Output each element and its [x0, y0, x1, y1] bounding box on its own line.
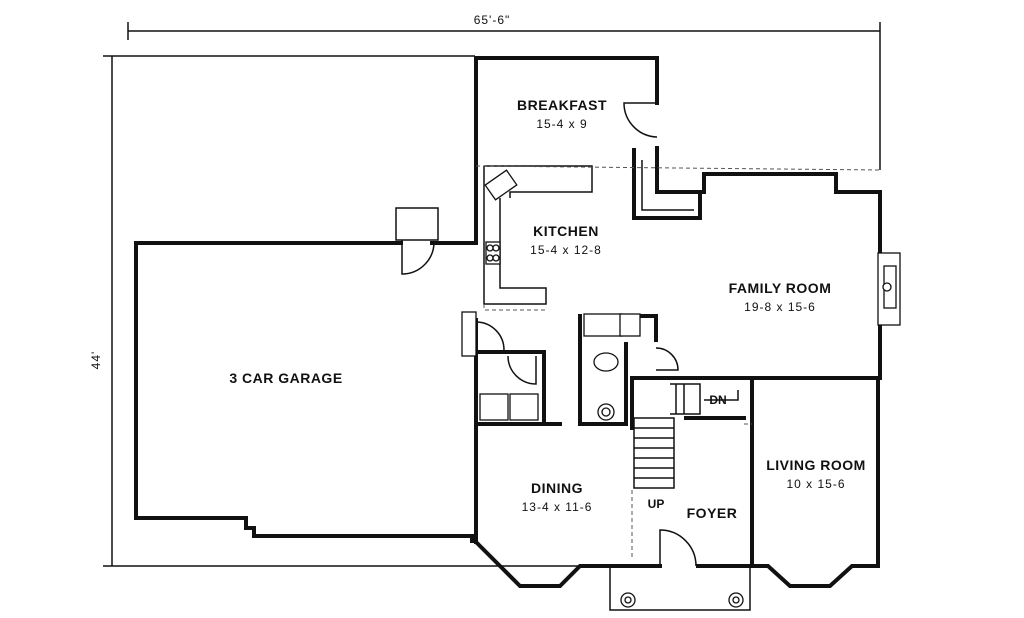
kitchen-name: KITCHEN	[533, 223, 599, 239]
family-room-name: FAMILY ROOM	[729, 280, 832, 296]
stairs-down-label: DN	[709, 393, 726, 407]
stairs-up-label: UP	[648, 497, 665, 511]
stairs	[631, 383, 752, 560]
front-porch	[609, 566, 751, 611]
kitchen-fixtures	[475, 165, 881, 311]
breakfast-size: 15-4 x 9	[536, 117, 587, 131]
foyer-name: FOYER	[687, 505, 738, 521]
kitchen-size: 15-4 x 12-8	[530, 243, 602, 257]
living-room-size: 10 x 15-6	[786, 477, 845, 491]
family-room-size: 19-8 x 15-6	[744, 300, 816, 314]
living-room-name: LIVING ROOM	[766, 457, 866, 473]
overall-depth-label: 44'	[89, 351, 103, 370]
dining-name: DINING	[531, 480, 583, 496]
dimension-lines	[103, 22, 881, 567]
dining-size: 13-4 x 11-6	[522, 500, 593, 514]
overall-width-label: 65'-6"	[474, 13, 511, 27]
garage-name: 3 CAR GARAGE	[229, 370, 342, 386]
garage-walls	[134, 207, 478, 543]
interior-walls	[461, 148, 880, 568]
breakfast-name: BREAKFAST	[517, 97, 607, 113]
doors	[623, 102, 697, 567]
exterior-walls	[473, 56, 901, 588]
